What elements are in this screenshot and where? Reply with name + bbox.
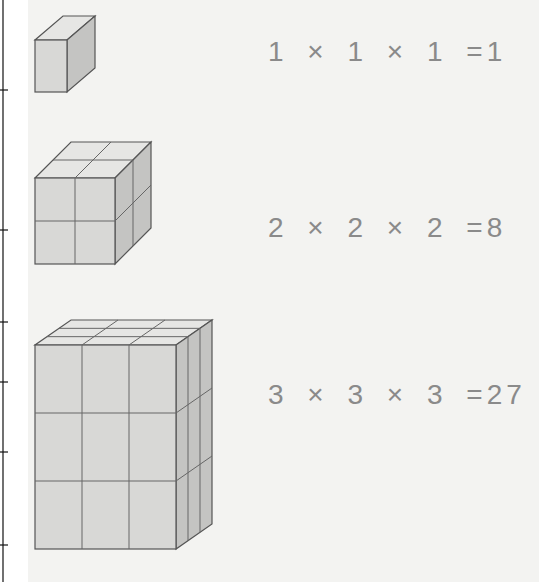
cube-grid-line <box>188 337 189 541</box>
unit-cube-stack <box>35 142 151 264</box>
equation-label: 2 × 2 × 2 =8 <box>268 212 506 244</box>
cube-grid-line <box>35 221 115 222</box>
cube-grid-line <box>82 345 83 549</box>
cube-grid-line <box>115 185 151 221</box>
picture-ground <box>28 0 539 582</box>
cube-grid-line <box>47 336 188 337</box>
equation-label: 3 × 3 × 3 =27 <box>268 379 526 411</box>
unit-cube-stack <box>35 320 212 549</box>
cube-grid-line <box>35 413 176 414</box>
side-face <box>67 16 95 92</box>
cube-grid-line <box>35 481 176 482</box>
table-border <box>0 0 8 582</box>
front-face <box>35 40 67 92</box>
front-face <box>35 345 176 549</box>
equation-label: 1 × 1 × 1 =1 <box>268 36 506 68</box>
cube-grid-line <box>129 345 130 549</box>
cube-grid-line <box>200 328 201 532</box>
cube-grid-line <box>59 328 200 329</box>
unit-cube-stack <box>35 16 95 92</box>
cube-grid-line <box>129 320 165 345</box>
side-face <box>176 320 212 549</box>
cube-grid-line <box>176 456 212 481</box>
front-face <box>35 178 115 264</box>
cube-grid-line <box>53 160 133 161</box>
cube-grid-line <box>176 388 212 413</box>
cube-group <box>35 16 212 549</box>
cube-grid-line <box>82 320 118 345</box>
